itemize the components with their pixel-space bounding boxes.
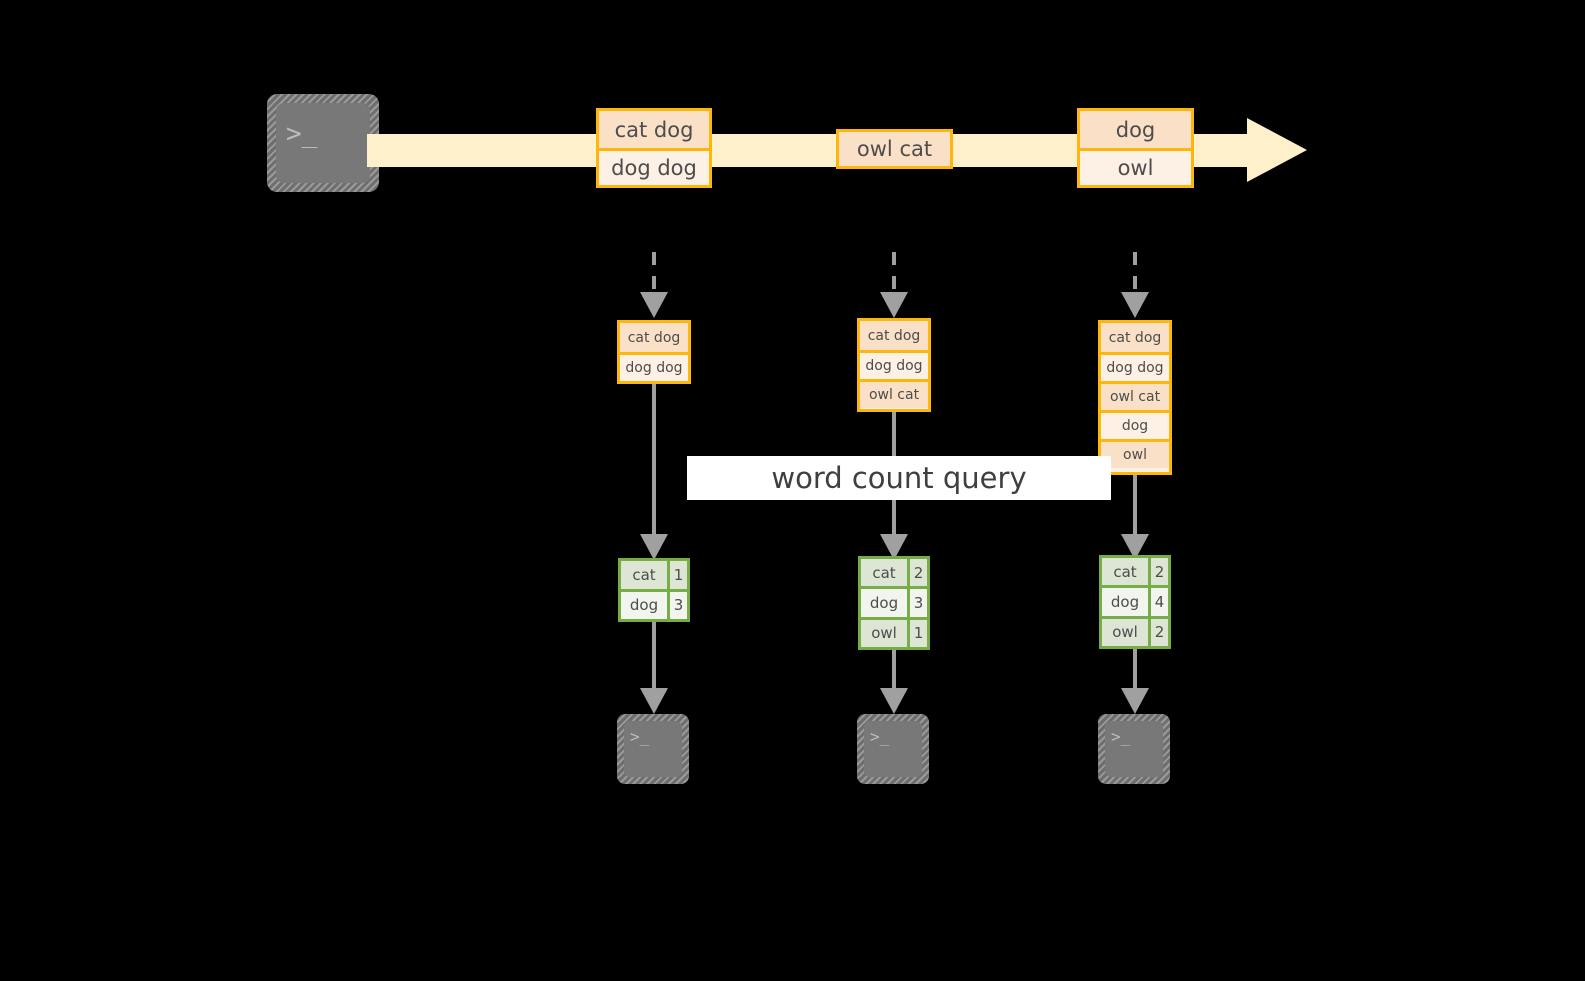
stream-arrow-head	[1247, 118, 1307, 182]
snapshot-3-input-stack: cat dog dog dog owl cat dog owl	[1098, 320, 1172, 475]
result-word-cell: dog	[621, 591, 667, 619]
result-word-cell: dog	[1102, 588, 1148, 616]
snapshot-input-line: dog dog	[860, 350, 928, 379]
stream-record-3: dog owl	[1077, 108, 1194, 188]
snapshot-3-result-table: cat 2 dog 4 owl 2	[1099, 555, 1171, 649]
snapshot-2-input-stack: cat dog dog dog owl cat	[857, 318, 931, 412]
stream-record-1: cat dog dog dog	[596, 108, 712, 188]
record-text: owl	[1123, 447, 1147, 463]
table-row: dog 3	[861, 586, 927, 617]
stream-record-line: owl cat	[839, 132, 950, 166]
snapshot-2-result-table: cat 2 dog 3 owl 1	[858, 556, 930, 650]
table-row: cat 2	[861, 559, 927, 587]
record-text: owl cat	[856, 137, 933, 161]
sink-terminal-body: >_	[864, 721, 922, 777]
stream-record-2: owl cat	[836, 129, 953, 169]
result-word-cell: dog	[861, 589, 907, 617]
result-count-cell: 2	[907, 559, 927, 587]
table-row: dog 4	[1102, 585, 1168, 616]
snapshot-3-query-connector	[1121, 475, 1149, 560]
snapshot-1-sink-terminal-icon: >_	[617, 714, 689, 784]
result-word-cell: cat	[621, 561, 667, 589]
stream-record-line: cat dog	[599, 111, 709, 148]
snapshot-input-line: dog dog	[1101, 352, 1169, 381]
record-text: dog dog	[611, 156, 697, 180]
snapshot-input-line: dog dog	[620, 352, 688, 381]
table-row: cat 2	[1102, 558, 1168, 586]
stream-record-line: dog dog	[599, 148, 709, 185]
result-word-cell: cat	[861, 559, 907, 587]
record-text: owl cat	[1109, 389, 1161, 405]
record-text: dog dog	[625, 360, 683, 376]
record-text: dog	[1115, 117, 1156, 142]
record-text: dog dog	[1106, 360, 1164, 376]
result-count-cell: 3	[907, 589, 927, 617]
snapshot-1-query-connector	[640, 384, 668, 560]
snapshot-3-dashed-connector	[1121, 252, 1149, 318]
snapshot-1-sink-connector	[640, 622, 668, 714]
record-text: dog	[1121, 418, 1149, 434]
terminal-prompt-glyph: >_	[630, 727, 650, 746]
record-text: dog dog	[865, 358, 923, 374]
record-text: cat dog	[867, 327, 921, 344]
record-text: owl cat	[868, 387, 920, 403]
result-word-cell: owl	[861, 619, 907, 647]
snapshot-1-result-table: cat 1 dog 3	[618, 558, 690, 622]
snapshot-2-sink-terminal-icon: >_	[857, 714, 929, 784]
result-count-cell: 2	[1148, 618, 1168, 646]
result-word-cell: cat	[1102, 558, 1148, 586]
snapshot-1-dashed-connector	[640, 252, 668, 318]
snapshot-input-line: owl	[1101, 439, 1169, 468]
snapshot-input-line: owl cat	[1101, 381, 1169, 410]
word-count-query-label: word count query	[687, 456, 1111, 500]
terminal-prompt-glyph: >_	[1111, 727, 1131, 746]
snapshot-input-line: owl cat	[860, 379, 928, 408]
sink-terminal-body: >_	[1105, 721, 1163, 777]
snapshot-input-line: cat dog	[1101, 323, 1169, 352]
snapshot-input-line: cat dog	[860, 321, 928, 350]
snapshot-2-sink-connector	[880, 650, 908, 714]
source-terminal-icon: >_	[267, 94, 379, 192]
record-text: cat dog	[1108, 329, 1162, 346]
snapshot-1-input-stack: cat dog dog dog	[617, 320, 691, 384]
snapshot-2-dashed-connector	[880, 252, 908, 318]
source-terminal-body: >_	[276, 103, 370, 183]
result-count-cell: 1	[907, 619, 927, 647]
record-text: owl	[1117, 156, 1154, 180]
snapshot-3-sink-connector	[1121, 649, 1149, 714]
terminal-prompt-glyph: >_	[870, 727, 890, 746]
snapshot-input-line: dog	[1101, 410, 1169, 439]
sink-terminal-body: >_	[624, 721, 682, 777]
result-count-cell: 3	[667, 591, 687, 619]
query-label-text: word count query	[771, 461, 1027, 495]
record-text: cat dog	[627, 329, 681, 346]
record-text: cat dog	[614, 117, 694, 142]
result-word-cell: owl	[1102, 618, 1148, 646]
table-row: owl 1	[861, 616, 927, 647]
table-row: dog 3	[621, 588, 687, 619]
terminal-prompt-glyph: >_	[286, 119, 318, 149]
snapshot-3-sink-terminal-icon: >_	[1098, 714, 1170, 784]
table-row: cat 1	[621, 561, 687, 589]
snapshot-input-line: cat dog	[620, 323, 688, 352]
result-count-cell: 2	[1148, 558, 1168, 586]
result-count-cell: 4	[1148, 588, 1168, 616]
result-count-cell: 1	[667, 561, 687, 589]
stream-record-line: owl	[1080, 148, 1191, 185]
table-row: owl 2	[1102, 615, 1168, 646]
stream-record-line: dog	[1080, 111, 1191, 148]
